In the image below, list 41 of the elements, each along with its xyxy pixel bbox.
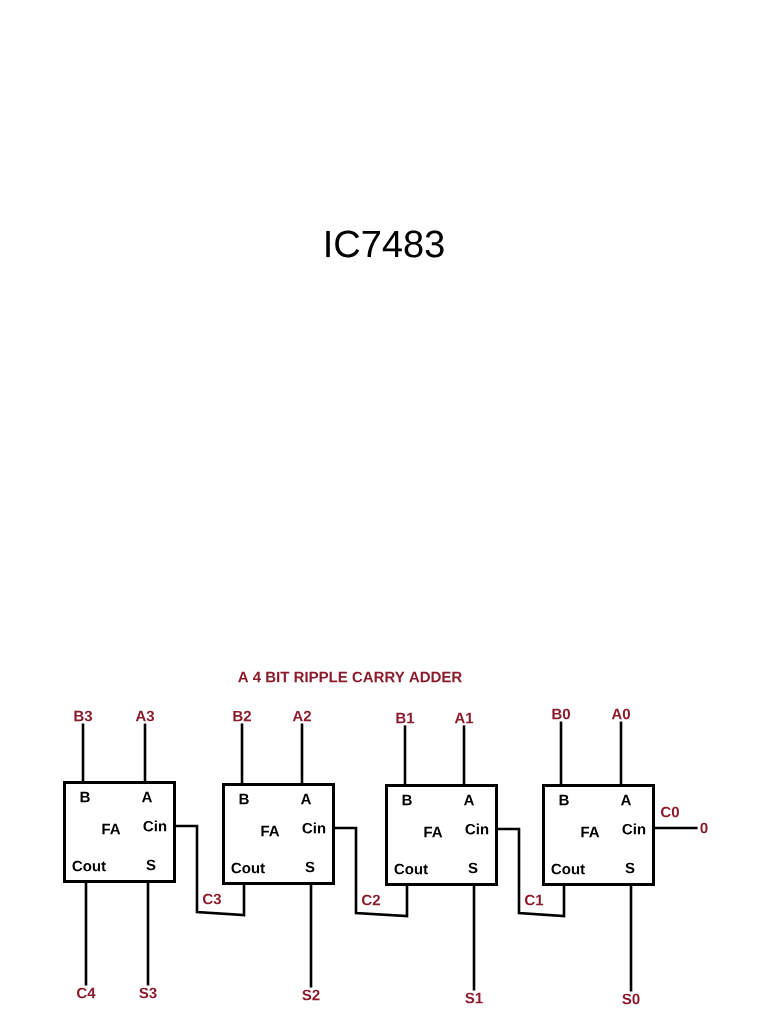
signal-label: 0	[700, 822, 708, 834]
edge-label: C0	[659, 805, 681, 819]
edge-label: C1	[523, 893, 545, 907]
wire	[173, 824, 246, 917]
wire	[300, 723, 304, 783]
wire	[146, 883, 150, 986]
full-adder-box: B A FA Cin Cout S	[222, 783, 335, 885]
signal-label: B2	[233, 710, 251, 722]
wire	[559, 721, 563, 784]
signal-label: S2	[302, 989, 320, 1001]
signal-label: S3	[139, 987, 157, 999]
full-adder-box: B A FA Cin Cout S	[542, 784, 655, 886]
wire	[84, 883, 88, 986]
full-adder-box: B A FA Cin Cout S	[63, 781, 176, 883]
wire	[629, 886, 633, 992]
wire	[81, 723, 85, 781]
wire	[655, 826, 698, 830]
signal-label: A1	[454, 712, 474, 724]
wire	[403, 725, 407, 784]
signal-label: B0	[552, 708, 570, 720]
signal-label: B3	[74, 710, 93, 722]
wire	[143, 723, 147, 781]
wire	[309, 885, 313, 988]
signal-label: A0	[611, 708, 630, 720]
wire	[495, 827, 566, 918]
heading: A 4 BIT RIPPLE CARRY ADDER	[238, 671, 462, 683]
wire	[619, 721, 623, 784]
signal-label: B1	[396, 712, 415, 724]
edge-label: C3	[201, 892, 223, 906]
signal-label: S1	[465, 992, 483, 1004]
wire	[332, 826, 409, 918]
signal-label: A3	[135, 710, 155, 722]
wire	[240, 723, 244, 783]
full-adder-box: B A FA Cin Cout S	[385, 784, 498, 886]
signal-label: C4	[77, 987, 96, 999]
title: IC7483	[326, 230, 444, 258]
edge-label: C2	[360, 893, 382, 907]
signal-label: A2	[292, 710, 311, 722]
wire	[462, 725, 466, 784]
wire	[472, 886, 476, 991]
signal-label: S0	[622, 993, 640, 1005]
